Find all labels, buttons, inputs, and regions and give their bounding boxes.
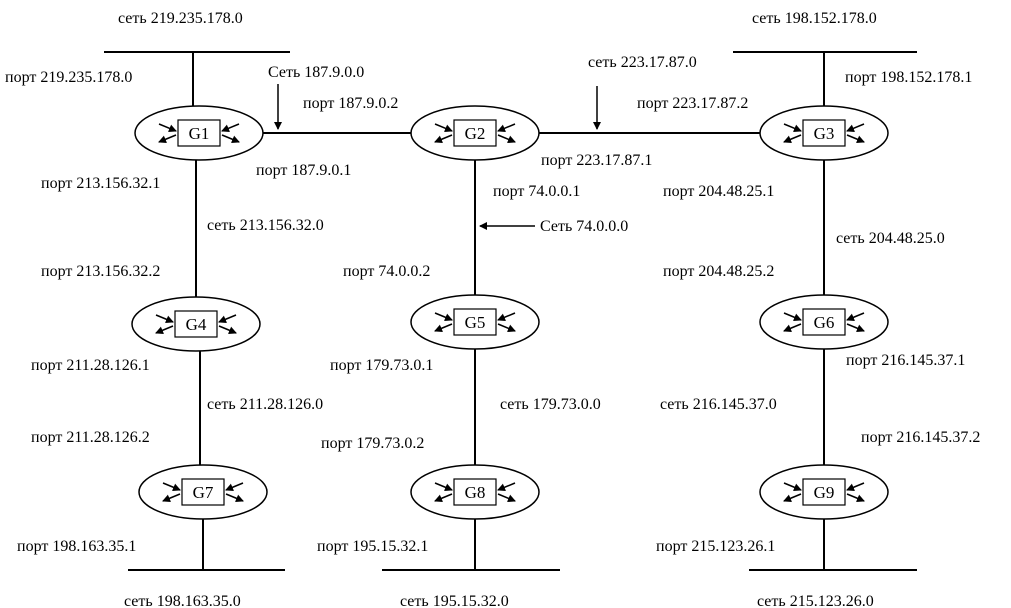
port-label: порт 74.0.0.1 <box>493 183 580 200</box>
port-label: порт 211.28.126.2 <box>31 429 150 446</box>
network-label: сеть 198.152.178.0 <box>752 10 877 27</box>
router-label: G8 <box>465 483 486 502</box>
port-label: порт 215.123.26.1 <box>656 538 775 555</box>
router-label: G3 <box>814 124 835 143</box>
port-label: порт 204.48.25.1 <box>663 183 774 200</box>
network-label: сеть 195.15.32.0 <box>400 593 509 608</box>
port-label: порт 195.15.32.1 <box>317 538 428 555</box>
port-label: порт 187.9.0.1 <box>256 162 351 179</box>
router-label: G5 <box>465 313 486 332</box>
network-label: сеть 216.145.37.0 <box>660 396 777 413</box>
port-label: порт 198.152.178.1 <box>845 69 972 86</box>
network-label: сеть 204.48.25.0 <box>836 230 945 247</box>
router-g8: G8 <box>411 465 539 519</box>
router-label: G1 <box>189 124 210 143</box>
router-g5: G5 <box>411 295 539 349</box>
network-links <box>104 51 917 571</box>
port-label: порт 213.156.32.1 <box>41 175 160 192</box>
network-label: сеть 198.163.35.0 <box>124 593 241 608</box>
port-label: порт 216.145.37.1 <box>846 352 965 369</box>
pointer-arrows <box>274 84 601 230</box>
network-label: сеть 215.123.26.0 <box>757 593 874 608</box>
port-labels: порт 219.235.178.0 порт 187.9.0.2 порт 2… <box>5 69 980 555</box>
network-label: сеть 179.73.0.0 <box>500 396 601 413</box>
port-label: порт 179.73.0.2 <box>321 435 424 452</box>
port-label: порт 219.235.178.0 <box>5 69 132 86</box>
router-label: G9 <box>814 483 835 502</box>
port-label: порт 223.17.87.2 <box>637 95 748 112</box>
network-label: Сеть 187.9.0.0 <box>268 64 364 81</box>
port-label: порт 216.145.37.2 <box>861 429 980 446</box>
network-label: сеть 211.28.126.0 <box>207 396 323 413</box>
router-g1: G1 <box>135 106 263 160</box>
router-label: G4 <box>186 315 207 334</box>
router-label: G7 <box>193 483 214 502</box>
port-label: порт 198.163.35.1 <box>17 538 136 555</box>
port-label: порт 204.48.25.2 <box>663 263 774 280</box>
port-label: порт 74.0.0.2 <box>343 263 430 280</box>
network-label: сеть 219.235.178.0 <box>118 10 243 27</box>
router-g4: G4 <box>132 297 260 351</box>
router-g6: G6 <box>760 295 888 349</box>
network-labels: сеть 219.235.178.0 Сеть 187.9.0.0 сеть 2… <box>118 10 945 608</box>
router-label: G2 <box>465 124 486 143</box>
port-label: порт 213.156.32.2 <box>41 263 160 280</box>
port-label: порт 223.17.87.1 <box>541 152 652 169</box>
port-label: порт 187.9.0.2 <box>303 95 398 112</box>
router-g7: G7 <box>139 465 267 519</box>
router-g2: G2 <box>411 106 539 160</box>
network-label: сеть 223.17.87.0 <box>588 54 697 71</box>
network-label: сеть 213.156.32.0 <box>207 217 324 234</box>
router-label: G6 <box>814 313 835 332</box>
router-g3: G3 <box>760 106 888 160</box>
port-label: порт 211.28.126.1 <box>31 357 150 374</box>
router-g9: G9 <box>760 465 888 519</box>
network-label: Сеть 74.0.0.0 <box>540 218 628 235</box>
port-label: порт 179.73.0.1 <box>330 357 433 374</box>
